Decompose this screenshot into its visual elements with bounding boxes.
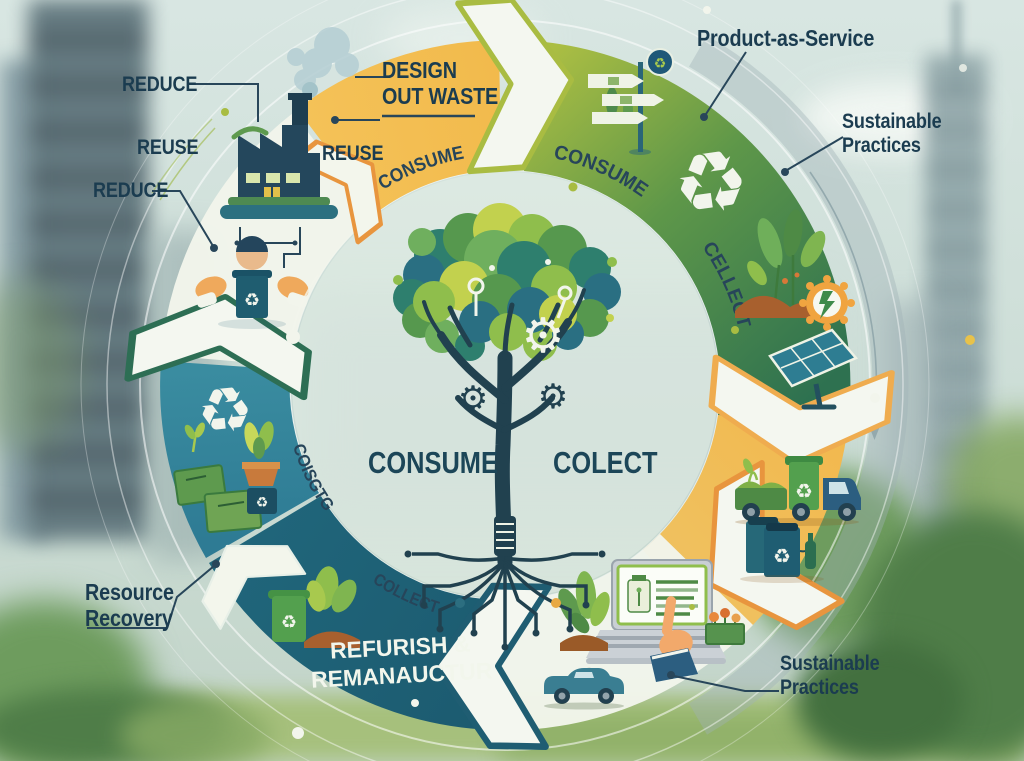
waste-bin-icon: ♻: [740, 517, 824, 583]
flow-chevrons: [124, 0, 895, 750]
label-refurbish-remanufacture: REFURISH &REMANAUCTUR: [310, 630, 493, 693]
decorative-dots: [221, 6, 975, 739]
tower-spire-blur: [952, 0, 961, 95]
chevron-arrow-right: [708, 354, 895, 466]
recycle-symbol-icon: ♻: [667, 131, 755, 235]
chevron-notch-teal: [201, 544, 307, 630]
potted-plant-icon: [558, 571, 610, 651]
solar-panel-icon: [768, 328, 859, 410]
plant-growth-icon: [735, 209, 855, 331]
renewable-energy-icon: [799, 275, 855, 331]
sprout-icon: [184, 422, 205, 453]
tree-blur: [795, 640, 965, 761]
recycle-symbol-icon: ♻: [256, 494, 269, 510]
smoke-icon: [287, 27, 359, 98]
callout-reduce-top: REDUCE: [122, 73, 198, 96]
callout-reduce-side: REDUCE: [93, 179, 169, 202]
bottle-icon: [805, 533, 816, 569]
segment-green-consume: [524, 41, 851, 433]
callout-product-as-service: Product-as-Service: [697, 25, 875, 51]
circuit-roots-icon: [404, 516, 606, 651]
pointing-hand-icon: [650, 596, 698, 682]
potted-plant-icon: ♻: [242, 421, 280, 514]
tree-blur: [120, 700, 270, 761]
gear-icon: ⚙ ⚙ ⚙: [458, 310, 568, 418]
checklist-icon: [627, 575, 698, 616]
recycle-bin-icon: ♻: [268, 566, 360, 648]
circuit-node-icon: [467, 259, 573, 319]
resource-recovery-illustration: ♻ ♻: [173, 374, 280, 534]
recycle-symbol-icon: ♻: [244, 290, 260, 310]
compost-car-icon: [544, 667, 624, 710]
signpost-icon: ♻: [588, 48, 674, 155]
tech-tree-icon: ⚙ ⚙ ⚙: [393, 203, 621, 651]
recycle-symbol-icon: ♻: [773, 546, 791, 568]
callout-lines: [87, 51, 844, 692]
segment-teal-recovery: [160, 361, 319, 558]
callout-reuse-right: REUSE: [322, 142, 384, 165]
factory-icon: [220, 27, 359, 219]
building-blur: [28, 0, 148, 540]
recycle-symbol-icon: ♻: [795, 481, 813, 503]
recycling-person-icon: ♻: [195, 236, 309, 329]
flower-box-icon: [705, 608, 745, 645]
svg-text:⚙: ⚙: [521, 310, 564, 363]
center-label-collect: COLECT: [553, 445, 658, 480]
chevron-arrow-top: [455, 0, 574, 175]
chevron-arrow-bottom: [432, 582, 552, 750]
recycle-symbol-icon: ♻: [281, 612, 297, 632]
recycle-symbol-icon: ♻: [654, 55, 667, 71]
svg-text:⚙: ⚙: [538, 378, 568, 416]
callout-reuse-left: REUSE: [137, 136, 199, 159]
center-label-consume: CONSUME: [368, 445, 498, 480]
svg-text:⚙: ⚙: [458, 380, 488, 418]
chevron-arrow-left: [124, 294, 312, 401]
recycling-truck-icon: ♻: [735, 456, 861, 526]
laptop-icon: [586, 559, 726, 682]
